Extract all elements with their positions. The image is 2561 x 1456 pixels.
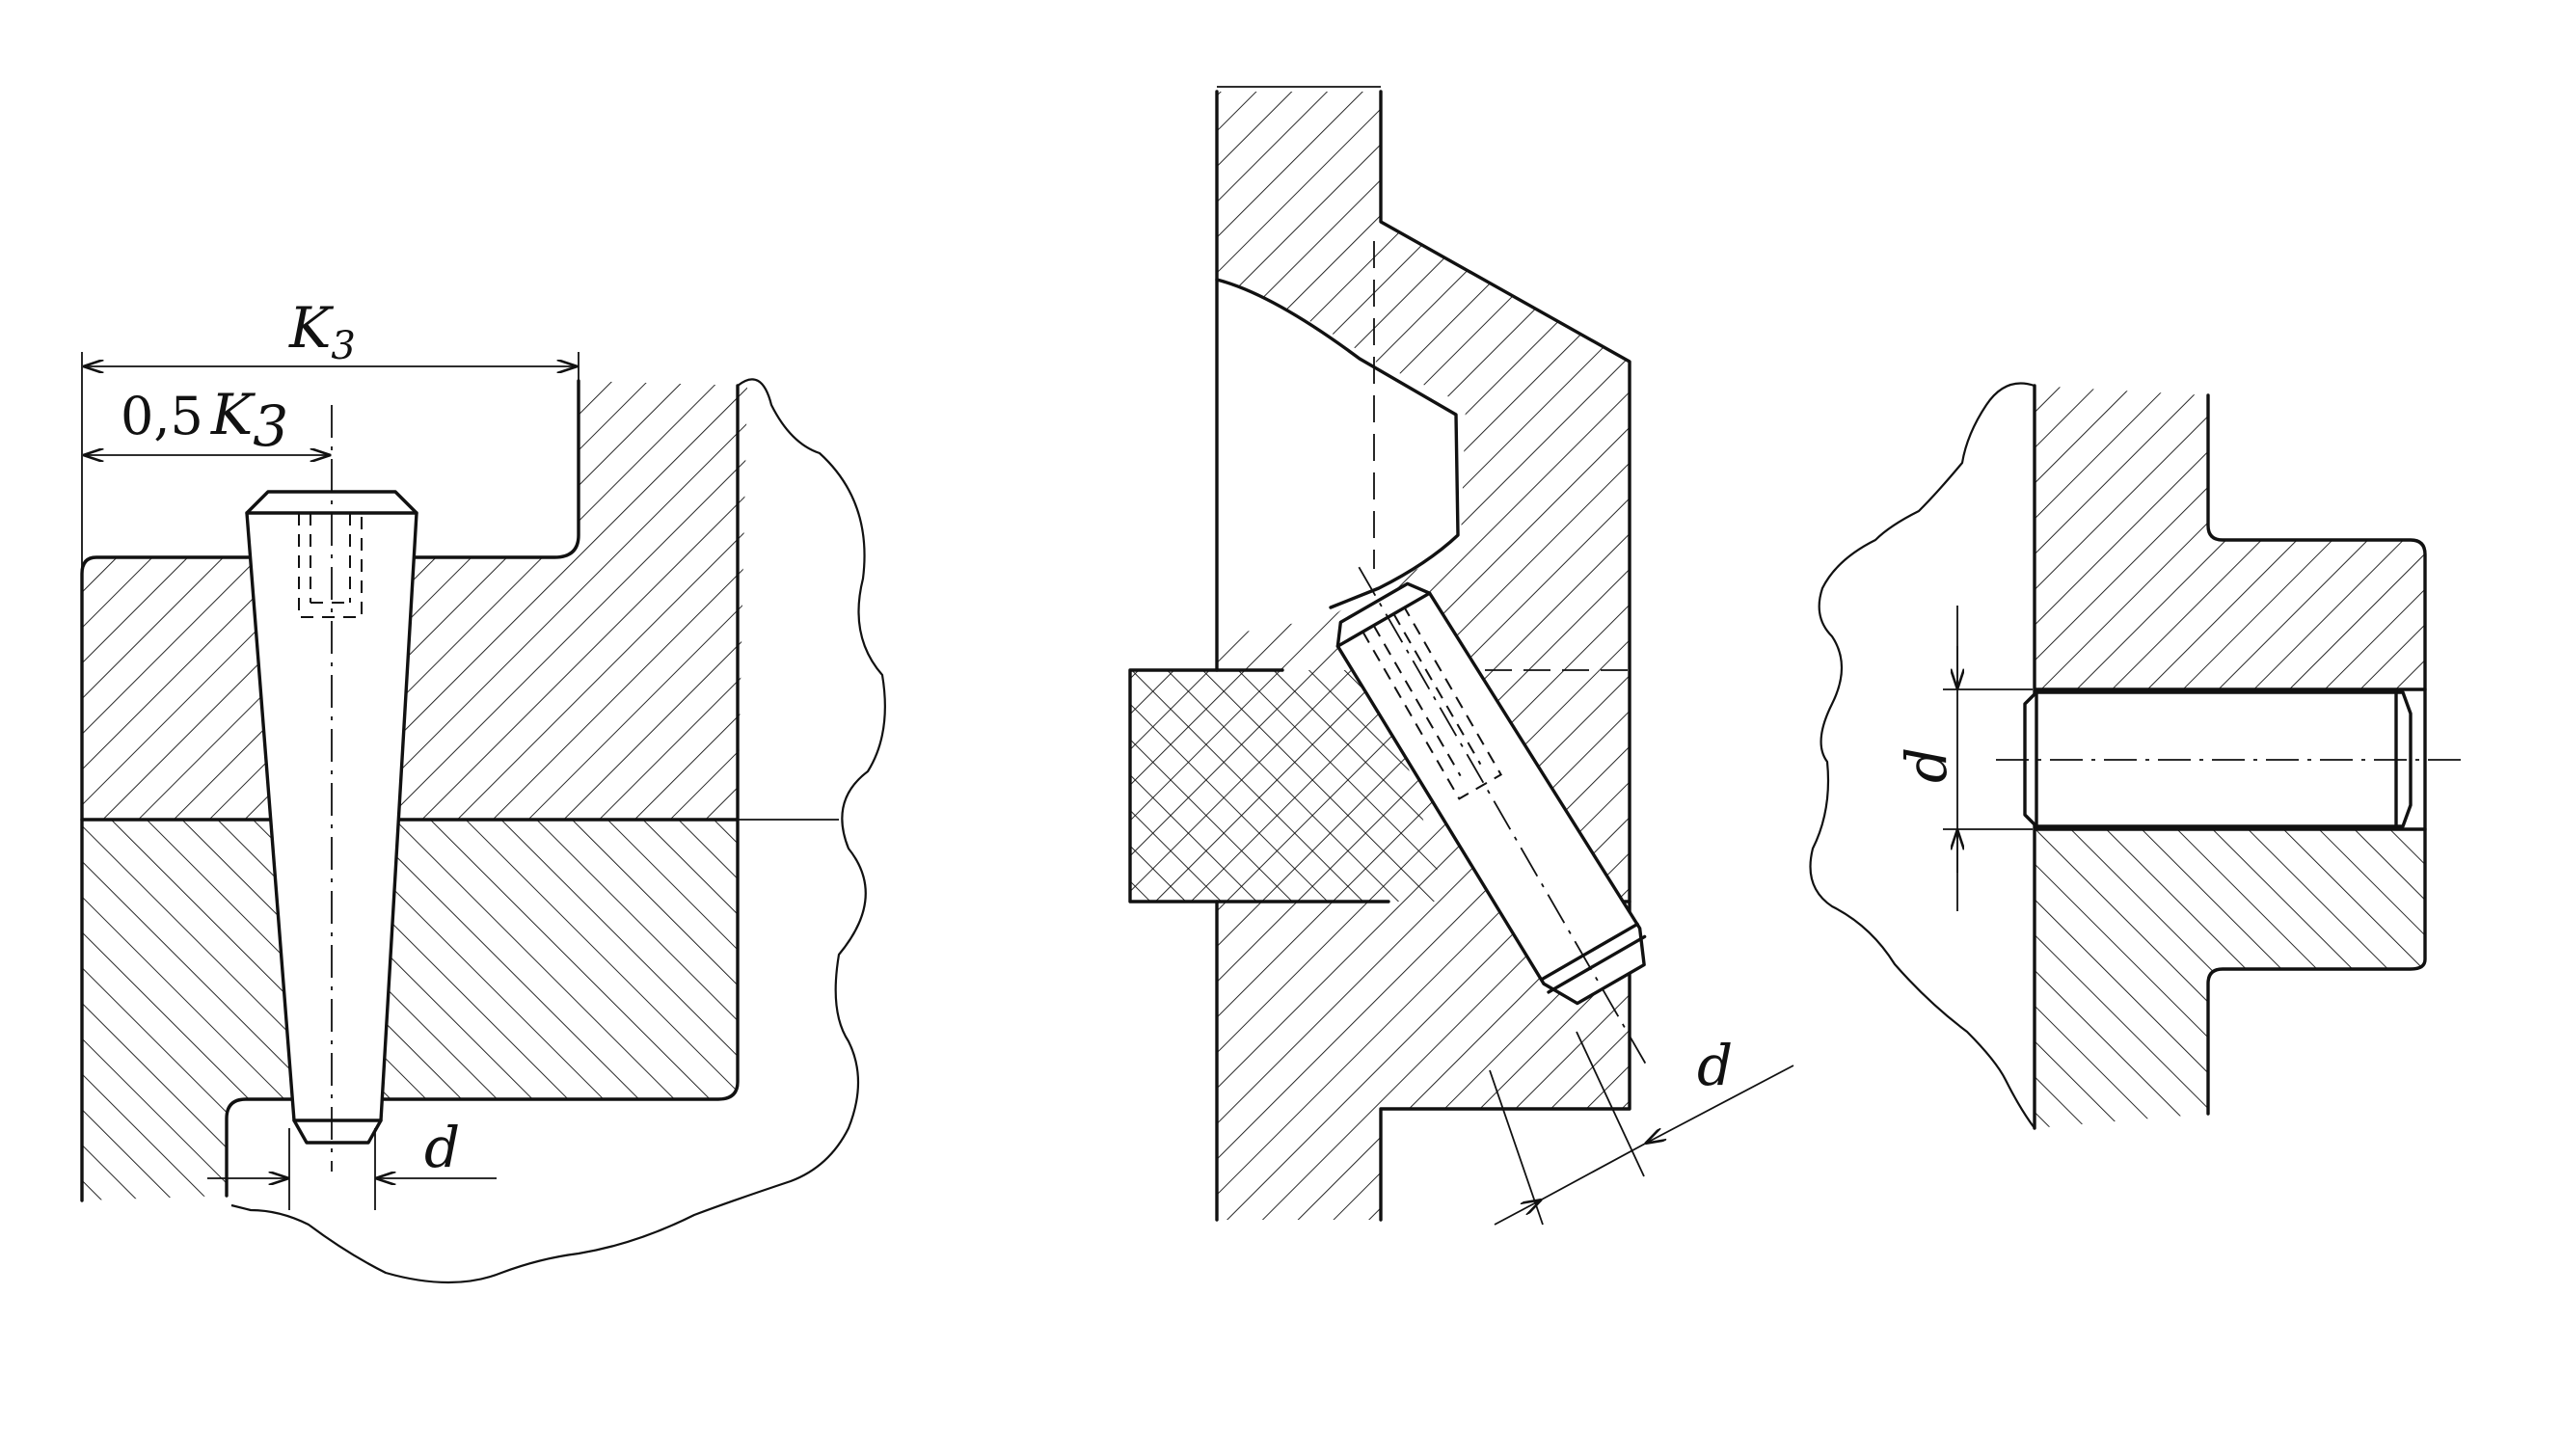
flange-cavity <box>1217 280 1466 636</box>
flange-cavity-outline <box>1215 278 1460 609</box>
break-line-c <box>1809 382 2035 1129</box>
insert-plate <box>1130 670 1446 902</box>
inclined-pin <box>1335 566 1650 1069</box>
d-label-c: d <box>1894 747 1959 783</box>
d-dimension-b <box>1539 1142 1648 1201</box>
d-arrow-b1 <box>1494 1200 1540 1226</box>
figure-b-inclined-pin: d <box>1128 86 1794 1226</box>
tapered-pin <box>245 490 418 1145</box>
pin-threaded-hole <box>298 513 363 618</box>
upper-plate-section <box>82 381 747 820</box>
k3-label: K3 <box>288 295 356 368</box>
d-arrow-b2 <box>1647 1065 1794 1143</box>
d-label-b: d <box>1697 1033 1733 1098</box>
d-label-a: d <box>424 1115 460 1180</box>
lower-plate-section <box>82 820 738 1200</box>
part-c-upper-section <box>2035 386 2425 689</box>
part-c-lower-section <box>2035 829 2425 1128</box>
lower-plate-outline <box>225 384 740 1198</box>
d-extension-b2 <box>1576 1031 1645 1177</box>
flange-outline <box>1215 90 1631 1222</box>
figure-c-straight-pin: d <box>1809 382 2464 1130</box>
break-line-a <box>230 378 886 1284</box>
